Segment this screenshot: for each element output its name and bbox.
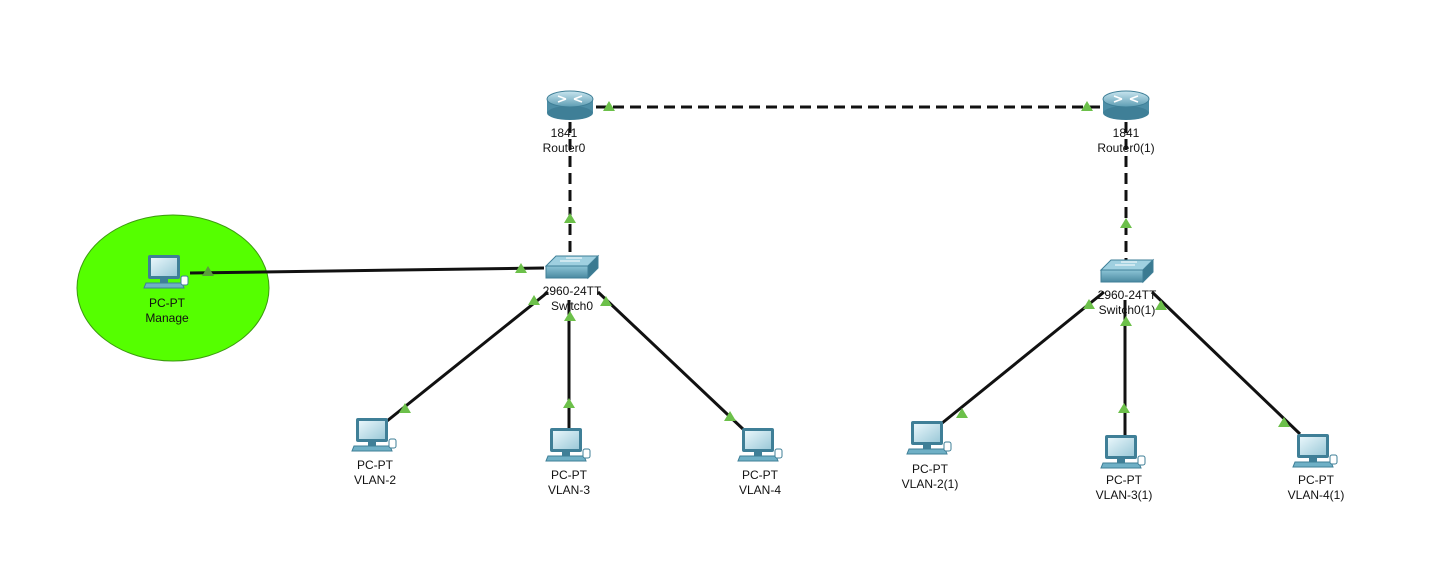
link-manage-switch0[interactable] xyxy=(189,266,545,275)
link-switch1-vlan4-1[interactable] xyxy=(1150,290,1302,436)
vlan2-pc-label: PC-PT VLAN-2 xyxy=(320,458,430,488)
device-model: PC-PT xyxy=(1298,473,1334,487)
vlan3-1-pc-label: PC-PT VLAN-3(1) xyxy=(1069,473,1179,503)
link-up-icon xyxy=(1120,218,1132,228)
link-up-icon xyxy=(563,398,575,408)
links xyxy=(189,105,1302,437)
link-up-icon xyxy=(564,213,576,223)
device-name: VLAN-3 xyxy=(547,483,591,497)
switch-icon[interactable] xyxy=(545,255,599,279)
pc-icon[interactable] xyxy=(545,427,591,462)
router1-label: 1841 Router0(1) xyxy=(1071,126,1181,156)
device-model: 2960-24TT xyxy=(1097,288,1157,302)
device-model: 2960-24TT xyxy=(542,284,602,298)
router0-label: 1841 Router0 xyxy=(509,126,619,156)
vlan2-1-pc-label: PC-PT VLAN-2(1) xyxy=(875,462,985,492)
device-model: PC-PT xyxy=(357,458,393,472)
pc-icon[interactable] xyxy=(1292,433,1338,468)
device-name: VLAN-4 xyxy=(738,483,782,497)
switch-icon[interactable] xyxy=(1100,259,1154,283)
pc-icon[interactable] xyxy=(906,420,952,455)
device-model: PC-PT xyxy=(551,468,587,482)
device-name: VLAN-2 xyxy=(353,473,397,487)
device-model: PC-PT xyxy=(742,468,778,482)
pc-icon[interactable] xyxy=(1100,434,1146,469)
device-name: Router0(1) xyxy=(1097,141,1155,155)
device-model: PC-PT xyxy=(912,462,948,476)
device-model: 1841 xyxy=(1112,126,1140,140)
link-switch0-vlan4[interactable] xyxy=(596,290,746,432)
device-name: Router0 xyxy=(542,141,586,155)
router-icon[interactable] xyxy=(546,90,594,121)
device-name: VLAN-4(1) xyxy=(1287,488,1345,502)
vlan4-pc-label: PC-PT VLAN-4 xyxy=(705,468,815,498)
device-name: VLAN-3(1) xyxy=(1095,488,1153,502)
vlan3-pc-label: PC-PT VLAN-3 xyxy=(514,468,624,498)
link-switch0-vlan2[interactable] xyxy=(381,290,549,427)
pc-icon[interactable] xyxy=(737,427,783,462)
device-name: Manage xyxy=(145,311,189,325)
device-name: Switch0(1) xyxy=(1098,303,1156,317)
device-model: PC-PT xyxy=(149,296,185,310)
device-model: 1841 xyxy=(550,126,578,140)
vlan4-1-pc-label: PC-PT VLAN-4(1) xyxy=(1261,473,1371,503)
link-switch1-vlan2-1[interactable] xyxy=(935,290,1105,430)
switch0-label: 2960-24TT Switch0 xyxy=(517,284,627,314)
link-up-icon xyxy=(1118,403,1130,413)
device-model: PC-PT xyxy=(1106,473,1142,487)
switch1-label: 2960-24TT Switch0(1) xyxy=(1072,288,1182,318)
device-name: Switch0 xyxy=(550,299,594,313)
pc-icon[interactable] xyxy=(351,417,397,452)
router-icon[interactable] xyxy=(1102,90,1150,121)
manage-pc-label: PC-PT Manage xyxy=(112,296,222,326)
device-name: VLAN-2(1) xyxy=(901,477,959,491)
